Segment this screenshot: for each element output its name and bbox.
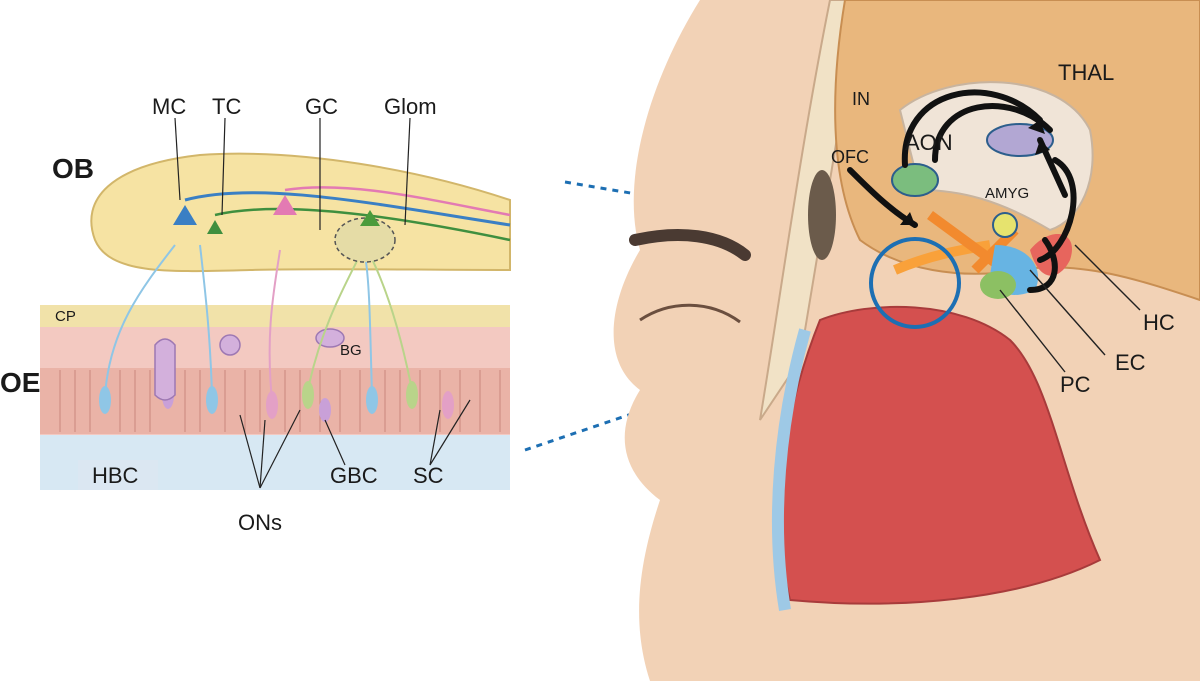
pc-label: PC: [1060, 372, 1091, 397]
hc-label: HC: [1143, 310, 1175, 335]
arrow-heads: [900, 120, 1050, 225]
right-panel: THAL IN OFC AON AMYG HC EC PC: [613, 0, 1200, 681]
thal-region: [986, 123, 1054, 157]
ofc-label: OFC: [831, 147, 869, 167]
aon-region: [891, 163, 939, 197]
amyg-region: [992, 212, 1018, 238]
cribriform-plate: [40, 305, 510, 327]
bowman-gland: [154, 338, 176, 401]
frontal-sinus: [808, 170, 836, 260]
gc-label: GC: [305, 94, 338, 119]
hbc-label-box: [78, 460, 158, 490]
pc-region: [980, 271, 1016, 299]
mc-label: MC: [152, 94, 186, 119]
eye: [639, 303, 741, 324]
zoom-circle: [869, 237, 961, 329]
cp-label: CP: [55, 308, 76, 325]
aon-label: AON: [905, 130, 953, 155]
label-lines: [174, 117, 471, 489]
axon-bundles: [104, 244, 413, 401]
ventricle: [898, 81, 1094, 232]
epithelial-cells: [59, 370, 501, 432]
nasal-lining: [771, 328, 811, 611]
glom-label: Glom: [384, 94, 437, 119]
tufted-cell: [207, 220, 223, 234]
eyebrow: [629, 229, 751, 261]
hbc-label: HBC: [92, 463, 139, 488]
side-label-lines: [999, 244, 1141, 373]
ob-label: OB: [52, 153, 94, 184]
tc-label: TC: [212, 94, 241, 119]
ons-label: ONs: [238, 510, 282, 535]
oe-label: OE: [0, 367, 40, 398]
sc-label: SC: [413, 463, 444, 488]
bg-label: BG: [340, 342, 362, 359]
left-panel: OB OE MC TC GC Glom CP BG HBC ONs GBC SC: [0, 94, 511, 535]
mitral-cell: [173, 205, 197, 225]
in-label: IN: [852, 89, 870, 109]
gbc-label: GBC: [330, 463, 378, 488]
thal-label: THAL: [1058, 60, 1114, 85]
amyg-label: AMYG: [985, 185, 1029, 202]
olfactory-bulb: [90, 152, 511, 273]
ec-label: EC: [1115, 350, 1146, 375]
granule-cell: [273, 195, 297, 215]
